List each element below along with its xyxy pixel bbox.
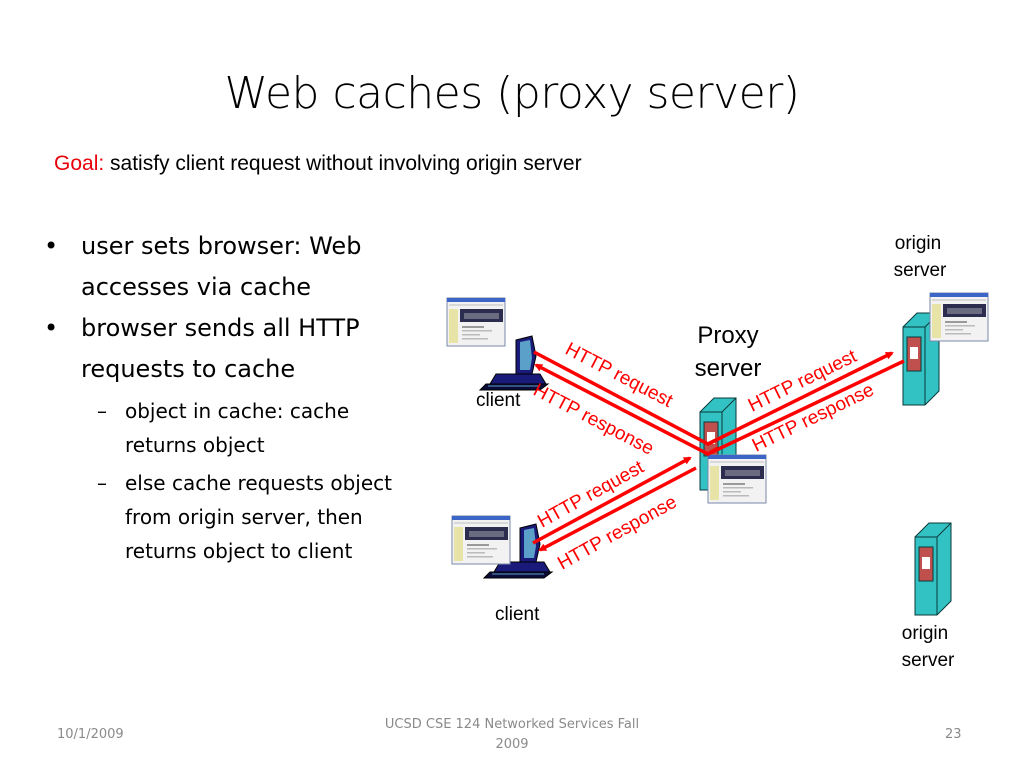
sub-bullet-dash: –: [97, 399, 107, 423]
bullet-line: user sets browser: Web: [81, 232, 362, 260]
origin-label-top-line1: origin: [895, 233, 941, 254]
bullet-dot: •: [44, 232, 59, 260]
footer-date: 10/1/2009: [57, 727, 124, 742]
proxy-label-line1: Proxy: [697, 322, 758, 349]
origin-label-bottom-line1: origin: [902, 623, 948, 644]
client-label-bottom: client: [495, 604, 540, 625]
bullet-item: • user sets browser: Web accesses via ca…: [44, 226, 444, 308]
bullet-line: browser sends all HTTP: [81, 314, 360, 342]
arrow-request-client-bottom-to-proxy: [532, 456, 692, 545]
sub-bullet-dash: –: [97, 471, 107, 495]
origin-label-top-line2: server: [894, 260, 947, 281]
arrow-request-proxy-to-origin: [707, 351, 894, 446]
footer-course-line2: 2009: [495, 737, 529, 752]
browser-window-icon: [446, 297, 506, 347]
proxy-label-line2: server: [695, 355, 762, 382]
sub-bullet-line: else cache requests object: [125, 471, 392, 495]
sub-bullet-item: – else cache requests object from origin…: [44, 466, 444, 568]
bullet-line: accesses via cache: [81, 273, 312, 301]
bullet-dot: •: [44, 314, 59, 342]
footer-course-line1: UCSD CSE 124 Networked Services Fall: [384, 717, 640, 732]
sub-bullet-item: – object in cache: cache returns object: [44, 394, 444, 462]
goal-label: Goal:: [54, 152, 105, 175]
footer-course: UCSD CSE 124 Networked Services Fall 200…: [312, 715, 712, 755]
goal-text: satisfy client request without involving…: [104, 152, 582, 175]
client-label-top: client: [476, 390, 521, 411]
bullet-list: • user sets browser: Web accesses via ca…: [44, 226, 444, 568]
browser-window-icon: [929, 292, 989, 342]
origin-label-bottom-line2: server: [902, 650, 955, 671]
browser-window-icon: [451, 515, 511, 565]
sub-bullet-line: object in cache: cache: [125, 399, 350, 423]
arrow-response-proxy-to-client-bottom: [538, 466, 697, 552]
bullet-item: • browser sends all HTTP requests to cac…: [44, 308, 444, 390]
footer-page-number: 23: [945, 727, 962, 742]
arrow-response-origin-to-proxy: [707, 359, 905, 456]
sub-bullet-line: returns object: [125, 433, 265, 457]
slide-title: Web caches (proxy server): [224, 68, 800, 119]
sub-bullet-line: from origin server, then: [125, 505, 363, 529]
sub-bullet-line: returns object to client: [125, 539, 353, 563]
browser-window-icon: [707, 454, 767, 504]
goal-statement: Goal: satisfy client request without inv…: [54, 152, 582, 176]
bullet-line: requests to cache: [81, 355, 296, 383]
origin-server-bottom-icon: [914, 522, 952, 616]
